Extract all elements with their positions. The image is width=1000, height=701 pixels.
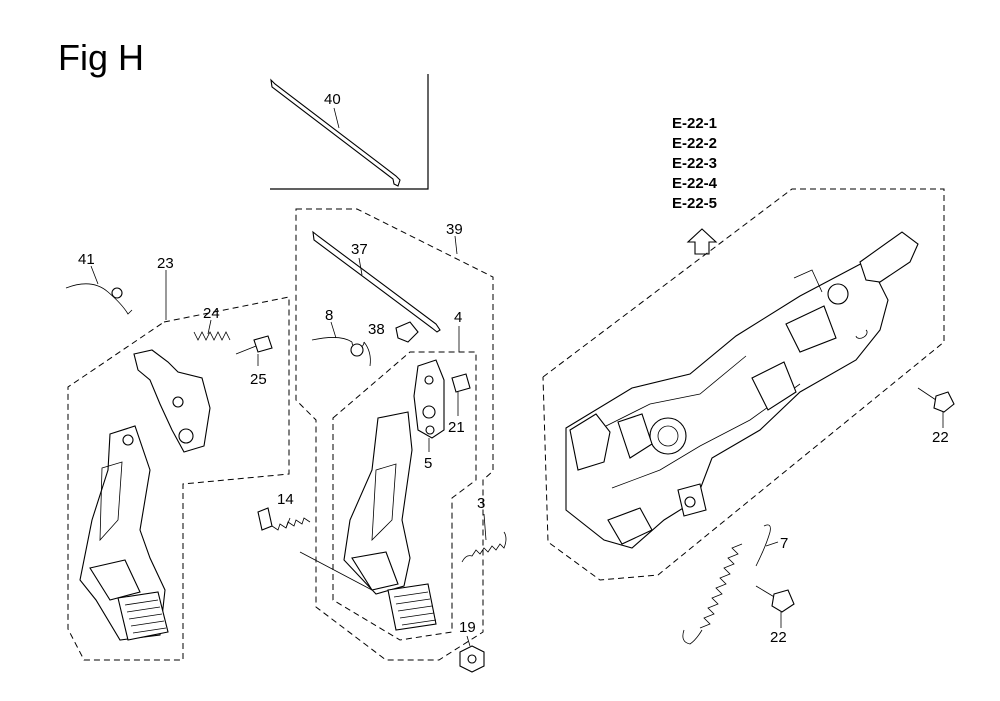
callout-37: 37 — [351, 241, 368, 258]
callout-22-upper: 22 — [932, 429, 949, 446]
callout-41: 41 — [78, 251, 95, 268]
bolt-part-22-upper — [917, 387, 955, 428]
callout-40: 40 — [324, 91, 341, 108]
pin-part-41 — [65, 283, 133, 315]
callout-7: 7 — [780, 535, 788, 552]
spring-part-3 — [461, 513, 507, 563]
bolt-part-21 — [451, 373, 471, 393]
callout-labels: 40 41 23 24 25 37 39 8 38 4 21 5 14 3 19… — [78, 91, 949, 646]
callout-23: 23 — [157, 255, 174, 272]
reference-e-22-3: E-22-3 — [672, 155, 717, 172]
callout-38: 38 — [368, 321, 385, 338]
callout-3: 3 — [477, 495, 485, 512]
reference-e-22-1: E-22-1 — [672, 115, 717, 132]
reference-e-22-5: E-22-5 — [672, 195, 717, 212]
control-base-assembly — [542, 188, 945, 581]
pedal-arm-middle — [343, 411, 413, 595]
bolt-part-22-lower — [755, 585, 795, 628]
figure-title: Fig H — [58, 37, 144, 78]
part-40-group — [270, 74, 429, 190]
callout-21: 21 — [448, 419, 465, 436]
clip-part-38 — [395, 321, 419, 343]
reference-e-22-4: E-22-4 — [672, 175, 718, 192]
callout-24: 24 — [203, 305, 220, 322]
lever-bracket-left — [133, 349, 211, 453]
callout-5: 5 — [424, 455, 432, 472]
spring-part-14 — [257, 507, 373, 591]
callout-8: 8 — [325, 307, 333, 324]
nut-part-19 — [459, 635, 485, 673]
callout-4: 4 — [454, 309, 462, 326]
spring-part-24 — [193, 331, 231, 341]
callout-39: 39 — [446, 221, 463, 238]
callout-25: 25 — [250, 371, 267, 388]
reference-list: E-22-1 E-22-2 E-22-3 E-22-4 E-22-5 — [672, 115, 718, 212]
callout-14: 14 — [277, 491, 294, 508]
plate-part-5 — [413, 359, 445, 439]
reference-e-22-2: E-22-2 — [672, 135, 717, 152]
left-pedal-assembly — [65, 265, 290, 661]
boundary-base — [542, 188, 945, 581]
middle-pedal-assembly — [295, 208, 494, 661]
callout-22-lower: 22 — [770, 629, 787, 646]
callout-19: 19 — [459, 619, 476, 636]
spring-part-7 — [682, 524, 779, 645]
bolt-part-25 — [253, 335, 273, 353]
rod-part-37 — [312, 230, 441, 333]
up-arrow-icon — [686, 228, 718, 255]
boundary-4 — [332, 351, 477, 641]
rod-part-40 — [270, 78, 401, 187]
pedal-pad-middle — [387, 583, 437, 631]
